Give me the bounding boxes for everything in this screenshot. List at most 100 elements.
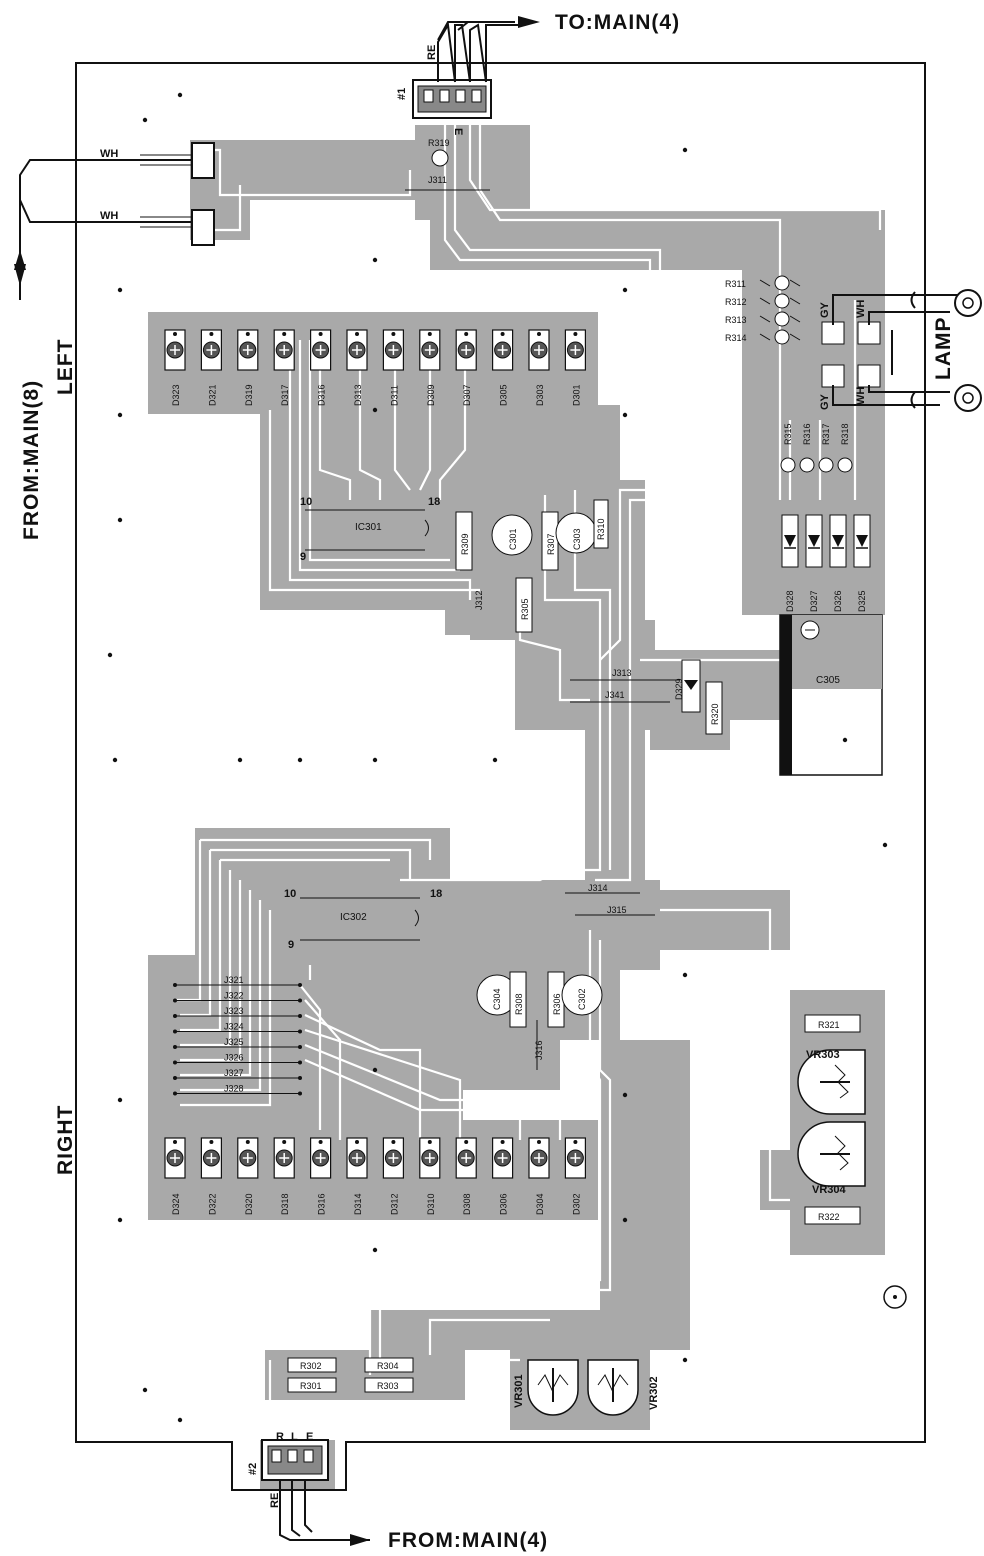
ic302-pin9-label: 9 bbox=[288, 939, 294, 951]
jumper-label: J325 bbox=[224, 1037, 244, 1047]
r310-label: R310 bbox=[596, 518, 606, 540]
r308-label: R308 bbox=[514, 993, 524, 1015]
gy-label-bottom: GY bbox=[819, 393, 831, 410]
resistor-r318: R318 bbox=[837, 423, 853, 473]
wh-label-lamp-bottom: WH bbox=[855, 387, 867, 405]
led-d316: D316 bbox=[310, 1137, 332, 1215]
led-label: D305 bbox=[499, 384, 509, 406]
led-label: D306 bbox=[499, 1193, 509, 1215]
led-d305: D305 bbox=[492, 329, 514, 406]
led-d312: D312 bbox=[382, 1137, 404, 1215]
led-label: D321 bbox=[207, 384, 217, 406]
jumper-j323: J323 bbox=[173, 1006, 302, 1018]
led-label: D316 bbox=[317, 1193, 327, 1215]
diode-d325: D325 bbox=[853, 514, 871, 612]
jumper-j321: J321 bbox=[173, 975, 302, 987]
d329-label: D329 bbox=[674, 678, 684, 700]
led-label: D308 bbox=[462, 1193, 472, 1215]
gy-label-top: GY bbox=[819, 301, 831, 318]
j314-label: J314 bbox=[588, 883, 608, 893]
c305-label: C305 bbox=[816, 675, 840, 686]
r307-label: R307 bbox=[546, 533, 556, 555]
led-d308: D308 bbox=[455, 1137, 477, 1215]
vr302-label: VR302 bbox=[648, 1376, 660, 1410]
resistor-r313: R313 bbox=[725, 311, 801, 327]
mounting-dots bbox=[107, 92, 888, 1423]
led-d304: D304 bbox=[528, 1137, 550, 1215]
led-d321: D321 bbox=[200, 329, 222, 406]
diode-d327: D327 bbox=[805, 514, 823, 612]
resistor-r314: R314 bbox=[725, 329, 801, 345]
c303-label: C303 bbox=[572, 528, 582, 550]
led-label: D314 bbox=[353, 1193, 363, 1215]
r301-label: R301 bbox=[300, 1381, 322, 1391]
connector-re2-label: RE bbox=[269, 1493, 281, 1508]
led-d324: D324 bbox=[164, 1137, 186, 1215]
led-label: D323 bbox=[171, 384, 181, 406]
led-d317: D317 bbox=[273, 329, 295, 406]
diode-label: D327 bbox=[809, 590, 819, 612]
r321-label: R321 bbox=[818, 1020, 840, 1030]
jumper-label: J324 bbox=[224, 1022, 244, 1032]
resistor-label: R311 bbox=[725, 279, 746, 289]
vr304-label: VR304 bbox=[812, 1184, 847, 1196]
ic302-pin10-label: 10 bbox=[284, 888, 296, 900]
led-label: D311 bbox=[389, 385, 399, 406]
ic301-pin9-label: 9 bbox=[300, 551, 306, 563]
resistor-r312: R312 bbox=[725, 293, 801, 309]
jumper-label: J323 bbox=[224, 1006, 244, 1016]
connector-l-label: L bbox=[291, 1431, 298, 1443]
connector-1 bbox=[412, 16, 540, 119]
j341-label: J341 bbox=[605, 690, 625, 700]
r309-label: R309 bbox=[460, 533, 470, 555]
resistor-r317: R317 bbox=[818, 423, 834, 473]
resistor-label: R312 bbox=[725, 297, 747, 307]
ic302-label: IC302 bbox=[340, 912, 367, 923]
led-d303: D303 bbox=[528, 329, 550, 406]
from-main-bottom-label: FROM:MAIN(4) bbox=[388, 1529, 548, 1552]
connector-1-label: #1 bbox=[396, 88, 408, 100]
wh-label-bottom: WH bbox=[100, 210, 118, 222]
right-channel-label: RIGHT bbox=[54, 1105, 77, 1175]
led-d323: D323 bbox=[164, 329, 186, 406]
led-d307: D307 bbox=[455, 329, 477, 406]
led-label: D319 bbox=[244, 384, 254, 406]
led-label: D304 bbox=[535, 1193, 545, 1215]
resistor-r311: R311 bbox=[725, 275, 801, 291]
ic302-pin18-label: 18 bbox=[430, 888, 442, 900]
jumper-label: J326 bbox=[224, 1053, 244, 1063]
jumper-j327: J327 bbox=[173, 1068, 302, 1080]
ic301-pin10-label: 10 bbox=[300, 496, 312, 508]
r320-label: R320 bbox=[710, 703, 720, 725]
j312-label: J312 bbox=[474, 590, 484, 610]
jumper-label: J327 bbox=[224, 1068, 244, 1078]
wh-label-lamp-top: WH bbox=[855, 300, 867, 318]
r302-label: R302 bbox=[300, 1361, 322, 1371]
resistor-label: R313 bbox=[725, 315, 747, 325]
resistor-label: R317 bbox=[821, 423, 831, 445]
from-main-left-label: FROM:MAIN(8) bbox=[20, 380, 43, 540]
led-label: D303 bbox=[535, 384, 545, 406]
resistor-r316: R316 bbox=[799, 423, 815, 473]
j316-label: J316 bbox=[534, 1040, 544, 1060]
connector-2-label: #2 bbox=[247, 1463, 259, 1475]
diode-label: D326 bbox=[833, 590, 843, 612]
led-d319: D319 bbox=[237, 329, 259, 406]
jumper-j326: J326 bbox=[173, 1053, 302, 1065]
led-d320: D320 bbox=[237, 1137, 259, 1215]
jumper-label: J321 bbox=[224, 975, 244, 985]
led-d309: D309 bbox=[419, 329, 441, 406]
wh-label-top: WH bbox=[100, 148, 118, 160]
diode-d328: D328 bbox=[781, 514, 799, 612]
r319-label: R319 bbox=[428, 138, 450, 148]
ic301: 10 18 9 IC301 bbox=[300, 496, 440, 563]
diode-d326: D326 bbox=[829, 514, 847, 612]
traces bbox=[175, 100, 882, 1440]
connector-e2-label: E bbox=[306, 1431, 313, 1443]
jumper-j325: J325 bbox=[173, 1037, 302, 1049]
resistor-label: R318 bbox=[840, 423, 850, 445]
connector-r-label: R bbox=[276, 1431, 284, 1443]
